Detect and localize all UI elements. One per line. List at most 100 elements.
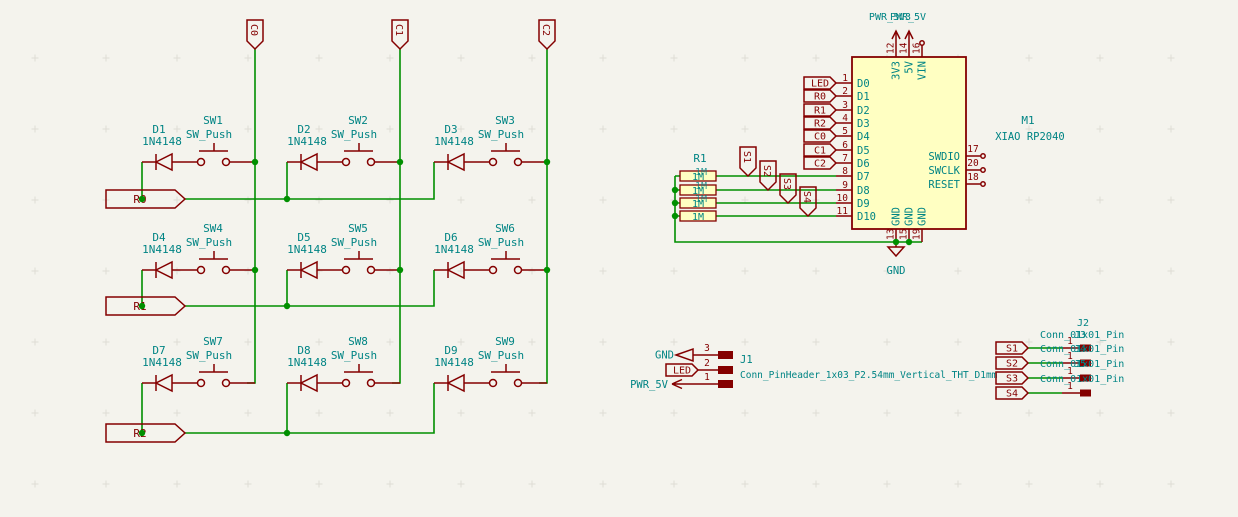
- diode-value[interactable]: 1N4148: [434, 135, 474, 148]
- switch-value[interactable]: SW_Push: [331, 128, 377, 141]
- resistor-body[interactable]: [679, 197, 717, 209]
- s-flag-text[interactable]: S3: [1006, 374, 1018, 385]
- diode-ref[interactable]: D5: [297, 231, 310, 244]
- col-label-c0[interactable]: C0: [246, 19, 264, 50]
- diode-ref[interactable]: D7: [152, 344, 165, 357]
- ground-label[interactable]: GND: [887, 265, 906, 277]
- switch-value[interactable]: SW_Push: [186, 236, 232, 249]
- matrix-cell-3[interactable]: D3 1N4148 SW3 SW_Push: [433, 114, 548, 171]
- s-flag-s1[interactable]: S1: [739, 146, 757, 177]
- mcu-value[interactable]: XIAO RP2040: [995, 131, 1065, 143]
- net-label-c1[interactable]: C1: [814, 146, 826, 157]
- j1-pad[interactable]: [718, 351, 733, 359]
- switch-value[interactable]: SW_Push: [186, 128, 232, 141]
- j3-ref-overlap[interactable]: J3: [1074, 330, 1086, 341]
- wire-gnd-rail[interactable]: [674, 176, 922, 243]
- j2-pad[interactable]: [1080, 374, 1091, 382]
- diode-value[interactable]: 1N4148: [142, 135, 182, 148]
- matrix-cell-9[interactable]: D9 1N4148 SW9 SW_Push: [433, 335, 548, 392]
- switch-ref[interactable]: SW6: [495, 222, 515, 235]
- matrix-cell-6[interactable]: D6 1N4148 SW6 SW_Push: [433, 222, 548, 279]
- j2-ref[interactable]: J2: [1077, 318, 1089, 329]
- wire-cell-drops[interactable]: [141, 162, 288, 433]
- j1-pad[interactable]: [718, 366, 733, 374]
- wire-row-r2[interactable]: [185, 383, 435, 434]
- s-flag-text[interactable]: S1: [1006, 344, 1018, 355]
- switch-value[interactable]: SW_Push: [331, 236, 377, 249]
- switch-value[interactable]: SW_Push: [478, 236, 524, 249]
- connector-j2-group[interactable]: S1 S2 S3 S4 1 1 1 1 J2 Conn_01x01_Pin J3…: [995, 318, 1124, 400]
- resistor-value[interactable]: 1M: [692, 212, 704, 223]
- j4-footprint[interactable]: Conn_01x01_Pin: [1040, 359, 1124, 370]
- matrix-cell-5[interactable]: D5 1N4148 SW5 SW_Push: [286, 222, 401, 279]
- diode-ref[interactable]: D8: [297, 344, 310, 357]
- matrix-cell-4[interactable]: D4 1N4148 SW4 SW_Push: [141, 222, 256, 279]
- switch-ref[interactable]: SW9: [495, 335, 515, 348]
- s-flag-text[interactable]: S4: [801, 191, 812, 203]
- col-label-text[interactable]: C0: [248, 24, 259, 36]
- diode-value[interactable]: 1N4148: [434, 243, 474, 256]
- col-label-c1[interactable]: C1: [391, 19, 409, 50]
- connector-j1[interactable]: 3 2 1 GND LED PWR_5V J1 Conn_PinHeader_1…: [630, 343, 998, 391]
- s-flag-s3[interactable]: S3: [779, 173, 797, 204]
- diode-value[interactable]: 1N4148: [287, 356, 327, 369]
- matrix-cell-8[interactable]: D8 1N4148 SW8 SW_Push: [286, 335, 401, 392]
- s-flag-text[interactable]: S1: [741, 151, 752, 163]
- mcu-ref[interactable]: M1: [1021, 114, 1034, 127]
- pwr5v-net-text[interactable]: PWR_5V: [630, 379, 669, 391]
- diode-ref[interactable]: D6: [444, 231, 457, 244]
- matrix-cell-1[interactable]: D1 1N4148 SW1 SW_Push: [141, 114, 256, 171]
- s-flag-text[interactable]: S2: [761, 165, 772, 177]
- switch-ref[interactable]: SW5: [348, 222, 368, 235]
- switch-ref[interactable]: SW3: [495, 114, 515, 127]
- s-flag-text[interactable]: S4: [1006, 389, 1018, 400]
- j2-pad[interactable]: [1080, 359, 1091, 367]
- switch-ref[interactable]: SW2: [348, 114, 368, 127]
- switch-value[interactable]: SW_Push: [186, 349, 232, 362]
- diode-value[interactable]: 1N4148: [287, 135, 327, 148]
- matrix-cell-7[interactable]: D7 1N4148 SW7 SW_Push: [141, 335, 256, 392]
- j1-pad[interactable]: [718, 380, 733, 388]
- net-label-r0[interactable]: R0: [814, 92, 826, 103]
- net-label-led[interactable]: LED: [811, 79, 829, 90]
- resistor-value[interactable]: 1M: [692, 172, 704, 183]
- diode-ref[interactable]: D1: [152, 123, 165, 136]
- power-flag-5v[interactable]: PWR_5V: [890, 12, 926, 23]
- s-flag-text[interactable]: S3: [781, 178, 792, 190]
- j2-pad[interactable]: [1080, 344, 1091, 352]
- resistor-network-r1[interactable]: R1 1M 1M 1M 1M 1M 1M 1M: [679, 152, 717, 223]
- j1-ref[interactable]: J1: [740, 354, 753, 366]
- j1-footprint[interactable]: Conn_PinHeader_1x03_P2.54mm_Vertical_THT…: [740, 370, 998, 381]
- resistor-body[interactable]: [679, 210, 717, 222]
- matrix-cell-2[interactable]: D2 1N4148 SW2 SW_Push: [286, 114, 401, 171]
- resistor-ref[interactable]: R1: [693, 152, 706, 165]
- diode-ref[interactable]: D9: [444, 344, 457, 357]
- s-flag-s4[interactable]: S4: [799, 186, 817, 217]
- net-label-r1[interactable]: R1: [814, 106, 826, 117]
- switch-ref[interactable]: SW4: [203, 222, 223, 235]
- net-label-c0[interactable]: C0: [814, 132, 826, 143]
- wire-j2-rows[interactable]: [1028, 347, 1062, 394]
- diode-value[interactable]: 1N4148: [434, 356, 474, 369]
- j5-footprint[interactable]: Conn_01x01_Pin: [1040, 374, 1124, 385]
- j2-footprint[interactable]: Conn_01x01_Pin: [1040, 330, 1124, 341]
- wire-row-r1[interactable]: [185, 270, 435, 307]
- diode-value[interactable]: 1N4148: [287, 243, 327, 256]
- net-label-r2[interactable]: R2: [814, 119, 826, 130]
- j5-ref-overlap[interactable]: J5: [1074, 359, 1086, 370]
- gnd-net-text[interactable]: GND: [655, 350, 674, 362]
- s-flag-text[interactable]: S2: [1006, 359, 1018, 370]
- diode-ref[interactable]: D4: [152, 231, 166, 244]
- switch-value[interactable]: SW_Push: [478, 349, 524, 362]
- resistor-body[interactable]: [679, 184, 717, 196]
- switch-ref[interactable]: SW7: [203, 335, 223, 348]
- switch-value[interactable]: SW_Push: [478, 128, 524, 141]
- switch-ref[interactable]: SW1: [203, 114, 223, 127]
- mcu-m1[interactable]: 1 2 3 4 5 6 7 8 9 10 11 D0 D1 D2 D3 D4 D…: [836, 29, 1065, 242]
- s-flag-s2[interactable]: S2: [759, 160, 777, 191]
- net-label-c2[interactable]: C2: [814, 159, 826, 170]
- switch-value[interactable]: SW_Push: [331, 349, 377, 362]
- j2-pad[interactable]: [1080, 389, 1091, 397]
- wire-row-r0[interactable]: [185, 162, 435, 200]
- power-flag-3v3[interactable]: PWR_3V3: [869, 12, 911, 23]
